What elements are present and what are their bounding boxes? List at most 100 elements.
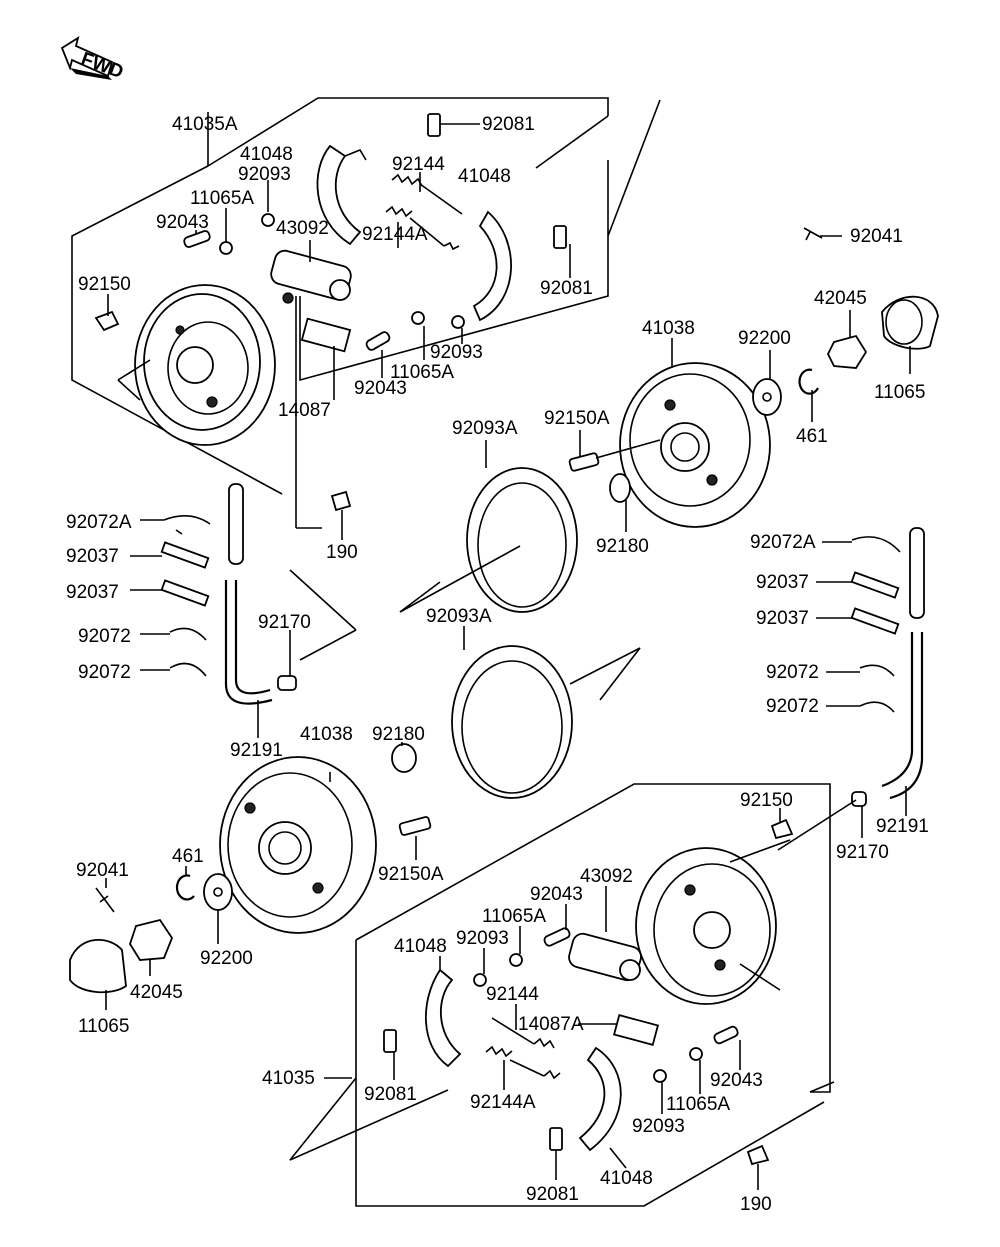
label-461-r: 461: [796, 426, 828, 447]
washer-92093-br: [653, 1069, 667, 1083]
oring-92180-left: [391, 743, 417, 773]
label-92191-r: 92191: [876, 816, 929, 837]
label-92150-tl: 92150: [78, 274, 131, 295]
label-461-l: 461: [172, 846, 204, 867]
nut-42045-top: [826, 334, 868, 369]
label-41048-br: 41048: [600, 1168, 653, 1189]
leaders-left-drum: [105, 742, 417, 1010]
oring-92180-top: [609, 473, 631, 503]
label-92093-br: 92093: [632, 1116, 685, 1137]
cap-11065-top: [881, 295, 939, 350]
drum-41038-left: [219, 756, 377, 934]
pin-92043-bm: [543, 927, 571, 947]
hose-fittings-right: [850, 536, 901, 807]
bolt-190-bottom: [746, 1144, 770, 1166]
label-92200-l: 92200: [200, 948, 253, 969]
label-43092-b: 43092: [580, 866, 633, 887]
label-92150A-r: 92150A: [544, 408, 610, 429]
bolt-190-top: [330, 490, 352, 512]
label-92037-l2: 92037: [66, 582, 119, 603]
washer-92093-tl: [261, 213, 275, 227]
label-41038-l: 41038: [300, 724, 353, 745]
pin-92043-br: [713, 1025, 739, 1045]
label-92170-l: 92170: [258, 612, 311, 633]
lining-ring-92093A-bottom: [451, 645, 641, 799]
label-41048-tl: 41048: [240, 144, 293, 165]
label-11065-l: 11065: [78, 1016, 129, 1037]
spring-top-2: [385, 205, 460, 251]
clip-461-top: [798, 368, 819, 395]
label-92037-l1: 92037: [66, 546, 119, 567]
pin-92043-tr: [365, 331, 391, 351]
plate-14087: [300, 317, 352, 353]
brake-shoe-top-right: [472, 210, 512, 322]
label-41048-bl: 41048: [394, 936, 447, 957]
label-92144A-b: 92144A: [470, 1092, 536, 1113]
brake-hose-left: [224, 483, 273, 705]
washer-92093-bl: [473, 973, 487, 987]
washer-11065A-bm: [509, 953, 523, 967]
spring-bottom-2: [485, 1045, 561, 1080]
label-92144A-t: 92144A: [362, 224, 428, 245]
label-92093A-b: 92093A: [426, 606, 492, 627]
label-11065A-tl: 11065A: [190, 188, 254, 209]
label-92072-r2: 92072: [766, 696, 819, 717]
washer-92200-left: [203, 873, 233, 911]
leaders-left-hose: [130, 296, 357, 738]
label-41035: 41035: [262, 1068, 315, 1089]
label-42045-l: 42045: [130, 982, 183, 1003]
lining-ring-92093A-top: [399, 467, 578, 613]
washer-92200-left-hole: [213, 887, 223, 897]
washer-92200-top-hole: [762, 392, 772, 402]
label-92081-tr: 92081: [540, 278, 593, 299]
label-92037-r2: 92037: [756, 608, 809, 629]
label-92150A-l: 92150A: [378, 864, 444, 885]
label-92072A-l: 92072A: [66, 512, 132, 533]
label-92093A-t: 92093A: [452, 418, 518, 439]
wheel-cylinder-bottom: [568, 932, 642, 982]
washer-92200-top: [752, 378, 782, 416]
label-92180-r: 92180: [596, 536, 649, 557]
label-11065A-tr: 11065A: [390, 362, 454, 383]
part-labels: 41035A 92081 41048 92093 92144 41048 110…: [66, 114, 929, 1215]
label-92041-r: 92041: [850, 226, 903, 247]
label-92144-t: 92144: [392, 154, 445, 175]
leaders-right-hose: [777, 541, 907, 851]
label-92072A-r: 92072A: [750, 532, 816, 553]
label-92043-tl: 92043: [156, 212, 209, 233]
label-92093-tr: 92093: [430, 342, 483, 363]
clip-92081-top-right: [553, 225, 567, 249]
bolt-92150-tl: [94, 310, 120, 332]
label-14087: 14087: [278, 400, 331, 421]
washer-11065A-tr: [411, 311, 425, 325]
label-92170-r: 92170: [836, 842, 889, 863]
brake-hose-right: [881, 527, 925, 800]
wheel-cylinder-top: [270, 249, 352, 304]
label-11065A-bm: 11065A: [482, 906, 546, 927]
clip-92081-bl: [383, 1029, 397, 1053]
label-41048-tr: 41048: [458, 166, 511, 187]
label-92150-br: 92150: [740, 790, 793, 811]
label-190-t: 190: [326, 542, 358, 563]
label-92043-tr: 92043: [354, 378, 407, 399]
bolt-92150-br: [770, 818, 794, 840]
label-11065A-br: 11065A: [666, 1094, 730, 1115]
label-92191-l: 92191: [230, 740, 283, 761]
label-92081-bb: 92081: [526, 1184, 579, 1205]
label-92043-br: 92043: [710, 1070, 763, 1091]
leaders-top-left: [107, 123, 571, 540]
leaders-top-right: [485, 235, 911, 532]
label-92093-tl: 92093: [238, 164, 291, 185]
label-42045-r: 42045: [814, 288, 867, 309]
plate-14087A: [612, 1014, 660, 1046]
label-92043-bm: 92043: [530, 884, 583, 905]
label-190-b: 190: [740, 1194, 772, 1215]
brake-panel-top-left: [117, 284, 276, 446]
brake-shoe-bottom-right: [578, 1046, 622, 1152]
clip-92081-top: [427, 113, 567, 249]
pin-92043-tl: [183, 230, 211, 248]
fwd-arrow-icon: FWD: [60, 36, 126, 83]
brake-panel-bottom-right: [635, 839, 791, 1005]
assembly-41035-outline: [289, 783, 835, 1207]
